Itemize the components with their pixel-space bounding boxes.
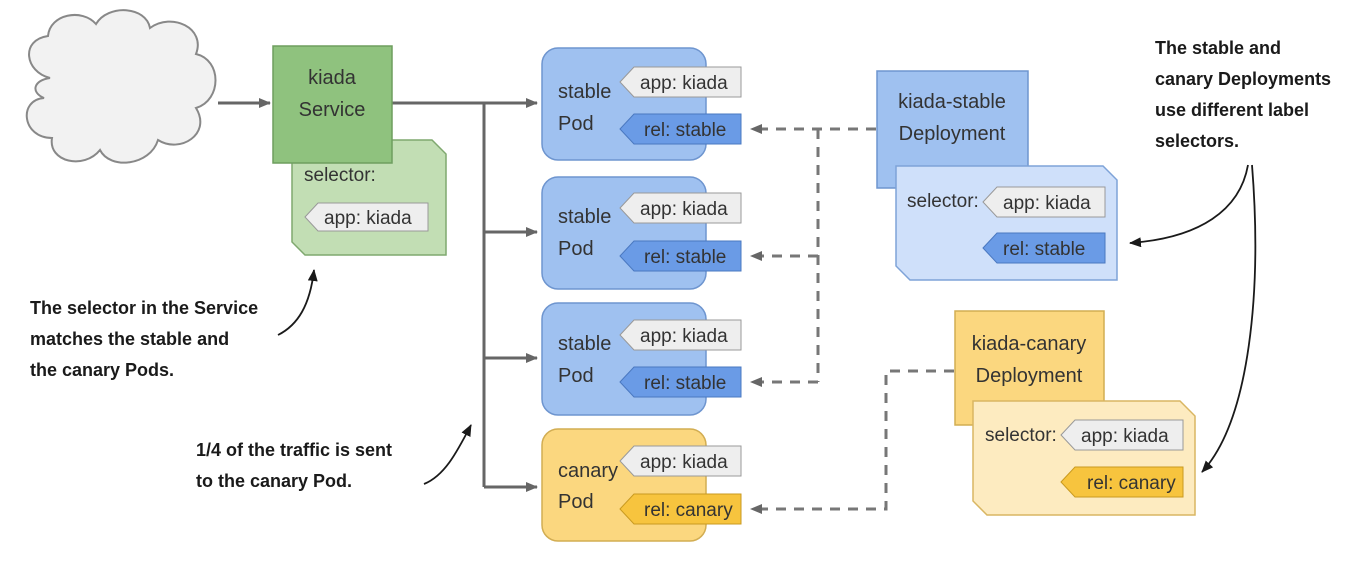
svg-text:The stable and: The stable and: [1155, 38, 1281, 58]
service-selector-app-label: app: kiada: [324, 208, 412, 229]
pod-2-line1: stable: [558, 206, 611, 228]
service-name-line1: kiada: [308, 67, 357, 89]
stable-deployment-selector-app: app: kiada: [1003, 193, 1091, 214]
canary-deployment-selector-lines: [750, 369, 954, 514]
svg-text:selectors.: selectors.: [1155, 131, 1239, 151]
pod-3-rel-label: rel: stable: [644, 373, 726, 394]
pod-3-app-label: app: kiada: [640, 326, 728, 347]
note-different-selectors: The stable and canary Deployments use di…: [1155, 38, 1331, 151]
pod-stable-3: stable Pod app: kiada rel: stable: [541, 302, 742, 416]
svg-text:use different label: use different label: [1155, 100, 1309, 120]
stable-deployment-selector-card: selector: app: kiada rel: stable: [895, 165, 1118, 281]
service-note-arrow: [277, 269, 318, 336]
pod-1-rel-label: rel: stable: [644, 120, 726, 141]
stable-deployment-selector-rel: rel: stable: [1003, 239, 1085, 260]
stable-deployment-name-line2: Deployment: [899, 123, 1006, 145]
pod-4-app-label: app: kiada: [640, 452, 728, 473]
canary-deployment-name-line1: kiada-canary: [972, 333, 1087, 355]
stable-deployment-selector-lines: [750, 124, 876, 387]
service-traffic-lines: [392, 98, 538, 492]
svg-text:canary Deployments: canary Deployments: [1155, 69, 1331, 89]
pod-4-line1: canary: [558, 460, 618, 482]
traffic-note-arrow: [423, 424, 472, 485]
svg-text:to the canary Pod.: to the canary Pod.: [196, 471, 352, 491]
stable-deployment-selector-label: selector:: [907, 191, 979, 212]
svg-text:matches the stable and: matches the stable and: [30, 329, 229, 349]
stable-deployment-name-line1: kiada-stable: [898, 91, 1006, 113]
svg-text:1/4 of the traffic is sent: 1/4 of the traffic is sent: [196, 440, 392, 460]
selectors-note-arrow-canary: [1201, 164, 1257, 473]
note-service-selector: The selector in the Service matches the …: [30, 298, 258, 380]
kiada-service-box: kiada Service: [272, 45, 393, 164]
pod-2-line2: Pod: [558, 238, 594, 260]
canary-deployment-name-line2: Deployment: [976, 365, 1083, 387]
pod-stable-2: stable Pod app: kiada rel: stable: [541, 176, 742, 290]
pod-4-line2: Pod: [558, 491, 594, 513]
canary-deployment-selector-label: selector:: [985, 425, 1057, 446]
internet-cloud-icon: [25, 9, 217, 164]
svg-text:The selector in the Service: The selector in the Service: [30, 298, 258, 318]
service-selector-card: selector: app: kiada: [291, 139, 447, 256]
pod-3-line1: stable: [558, 333, 611, 355]
pod-stable-1: stable Pod app: kiada rel: stable: [541, 47, 742, 161]
service-selector-label: selector:: [304, 165, 376, 186]
pod-3-line2: Pod: [558, 365, 594, 387]
canary-deployment-selector-card: selector: app: kiada rel: canary: [972, 400, 1196, 516]
pod-2-rel-label: rel: stable: [644, 247, 726, 268]
selectors-note-arrow-stable: [1129, 164, 1249, 248]
pod-2-app-label: app: kiada: [640, 199, 728, 220]
pod-1-line2: Pod: [558, 113, 594, 135]
pod-canary: canary Pod app: kiada rel: canary: [541, 428, 742, 542]
canary-deployment-selector-app: app: kiada: [1081, 426, 1169, 447]
note-traffic: 1/4 of the traffic is sent to the canary…: [196, 440, 392, 491]
svg-text:the canary Pods.: the canary Pods.: [30, 360, 174, 380]
pod-1-app-label: app: kiada: [640, 73, 728, 94]
canary-deployment-selector-rel: rel: canary: [1087, 473, 1176, 494]
pod-1-line1: stable: [558, 81, 611, 103]
pod-4-rel-label: rel: canary: [644, 500, 733, 521]
service-name-line2: Service: [299, 99, 366, 121]
